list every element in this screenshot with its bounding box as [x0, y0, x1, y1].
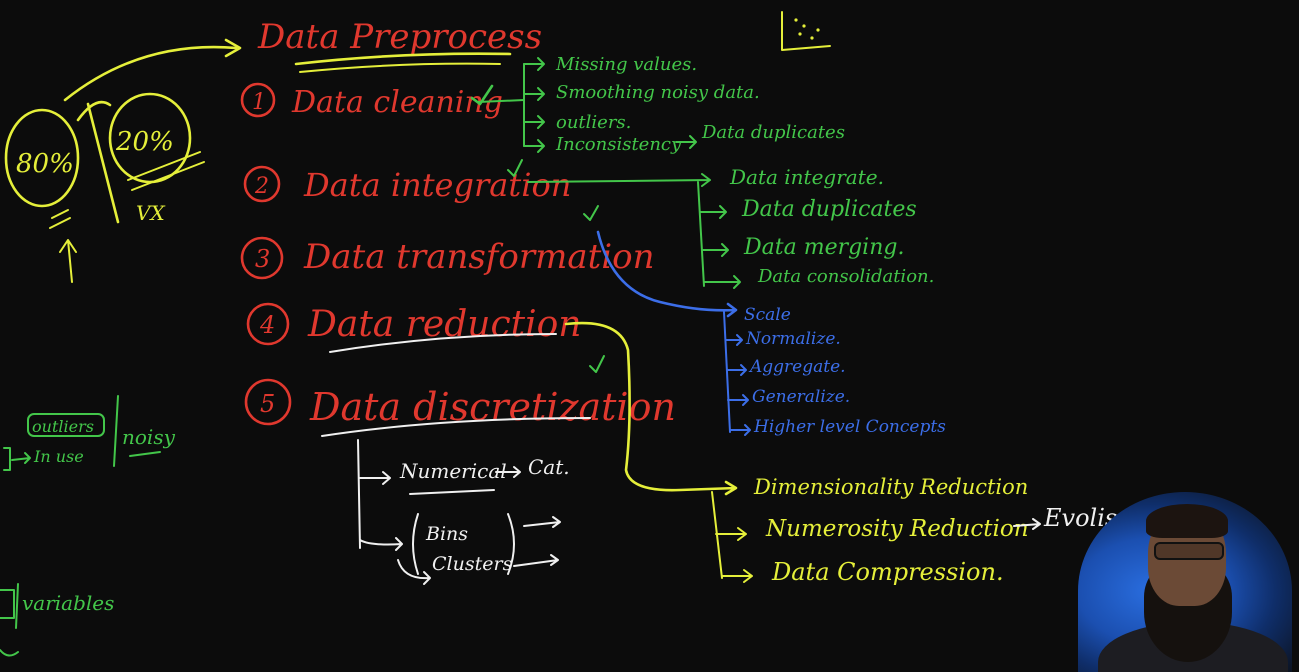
integration-item-integrate: Data integrate. — [729, 165, 884, 189]
integration-item-merging: Data merging. — [743, 235, 904, 260]
side-note-in-use: In use — [33, 447, 84, 466]
step-4: 4 Data reduction — [246, 302, 581, 346]
webcam-overlay — [1078, 492, 1292, 672]
split-left-label: 80% — [16, 149, 74, 179]
side-notes: outliers noisy In use variables — [0, 395, 176, 657]
outliers-box — [27, 413, 105, 437]
step-5-label: Data discretization — [309, 385, 676, 429]
cleaning-item-outliers: outliers. — [556, 112, 631, 133]
split-arrow — [63, 45, 238, 102]
side-note-arrow — [3, 447, 31, 471]
reduction-item-dimensionality: Dimensionality Reduction — [753, 475, 1028, 499]
split-tick-a — [51, 209, 69, 219]
step-4-number: 4 — [259, 311, 275, 339]
integration-items: Data integrate. Data duplicates Data mer… — [699, 165, 934, 289]
split-mark: VX — [136, 201, 165, 225]
transformation-item-scale: Scale — [744, 305, 791, 325]
step-1: 1 Data cleaning — [240, 82, 503, 120]
discretization-item-cat: Cat. — [528, 455, 570, 479]
step-5-number-circle — [244, 378, 292, 426]
split-up-arrow — [59, 239, 77, 283]
step-5: 5 Data discretization — [244, 378, 676, 429]
integration-item-duplicates: Data duplicates — [741, 197, 917, 222]
cleaning-item-missing: Missing values. — [555, 54, 697, 75]
transformation-main-arrow — [596, 230, 738, 318]
split-circle-left — [4, 108, 80, 208]
step-1-number-circle — [240, 82, 276, 118]
transformation-item-normalize: Normalize. — [745, 329, 841, 349]
integration-item-consolidation: Data consolidation. — [757, 266, 934, 287]
cleaning-items: Missing values. Smoothing noisy data. ou… — [523, 54, 845, 155]
split-underline-b — [131, 161, 205, 191]
split-divider — [86, 102, 120, 224]
step-2: 2 Data integration — [243, 165, 571, 204]
discretization-item-bins: Bins — [425, 523, 468, 545]
transformation-trunk — [723, 311, 731, 433]
step-3: 3 Data transformation — [240, 236, 655, 280]
step-1-number: 1 — [252, 90, 266, 115]
step-2-number: 2 — [254, 174, 269, 199]
split-right-label: 20% — [115, 127, 174, 157]
step-5-checkmark — [589, 355, 605, 373]
transformation-item-generalize: Generalize. — [752, 387, 850, 407]
discretization-item-numerical: Numerical — [399, 459, 507, 483]
integration-main-arrow — [527, 173, 711, 187]
discretization-item-clusters: Clusters — [432, 553, 513, 575]
presenter-glasses — [1154, 542, 1224, 560]
transformation-item-higher-level: Higher level Concepts — [753, 417, 946, 437]
step-2-number-circle — [243, 165, 281, 203]
numerosity-arrow — [1013, 518, 1041, 530]
step-5-underline — [321, 417, 591, 437]
step-2-label: Data integration — [303, 166, 571, 204]
step-3-number: 3 — [255, 245, 270, 273]
step-1-checkmark — [470, 84, 494, 106]
cleaning-item-inconsistency: Inconsistency — [555, 134, 682, 155]
page-title: Data Preprocess — [257, 17, 542, 57]
step-3-checkmark — [583, 205, 599, 221]
discretization-trunk — [357, 439, 361, 549]
step-3-label: Data transformation — [303, 237, 655, 277]
step-1-label: Data cleaning — [291, 85, 503, 120]
transformation-items: Scale Normalize. Aggregate. Generalize. … — [725, 305, 946, 437]
variables-bracket — [0, 589, 15, 619]
reduction-item-numerosity: Numerosity Reduction — [765, 516, 1029, 542]
split-bridge — [76, 100, 112, 122]
cleaning-item-smoothing: Smoothing noisy data. — [556, 82, 760, 103]
step-5-number: 5 — [260, 390, 275, 418]
step-2-checkmark — [507, 159, 523, 177]
reduction-main-arrow — [564, 321, 738, 496]
split-underline-a — [127, 151, 201, 181]
side-note-outliers: outliers — [32, 417, 94, 436]
reduction-item-compression: Data Compression. — [771, 558, 1004, 586]
split-tick-b — [49, 217, 71, 229]
bins-bracket-right — [507, 513, 515, 575]
step-4-number-circle — [246, 302, 290, 346]
presenter-hair — [1146, 504, 1228, 538]
side-note-variables: variables — [22, 591, 114, 615]
scatter-sketch-icon — [781, 11, 831, 51]
transformation-item-aggregate: Aggregate. — [748, 357, 846, 377]
reduction-items: Dimensionality Reduction Numerosity Redu… — [715, 475, 1117, 586]
step-3-number-circle — [240, 236, 284, 280]
side-note-noisy: noisy — [122, 425, 176, 449]
title-underline-2 — [299, 62, 501, 73]
discretization-items: Numerical Cat. Bins Clusters — [359, 455, 570, 585]
step-4-underline — [329, 333, 557, 353]
side-note-divider — [113, 395, 119, 467]
integration-trunk — [697, 181, 705, 287]
title-underline-1 — [294, 52, 512, 66]
inconsistency-result: Data duplicates — [701, 122, 845, 143]
split-arrowhead — [224, 38, 242, 58]
bins-bracket-left — [412, 513, 419, 575]
cleaning-branch-stem — [477, 99, 525, 103]
